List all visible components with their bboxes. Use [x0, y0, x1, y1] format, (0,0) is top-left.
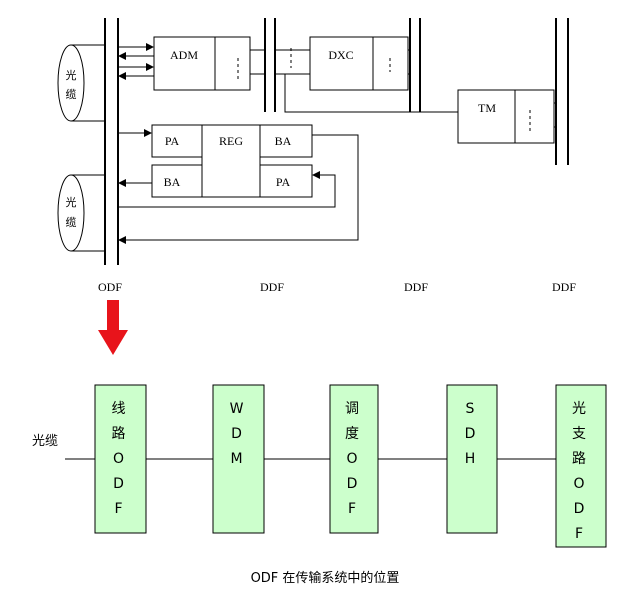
ddf-1-frame-label: DDF — [260, 280, 284, 294]
ba-upper-block — [259, 124, 313, 158]
sdh-label-char: S — [466, 401, 475, 417]
optical-branch-odf-label-char: D — [574, 501, 585, 517]
loop-outer-ba-to-odf — [118, 134, 359, 244]
sdh-label-char: H — [465, 451, 476, 467]
optical-branch-odf-label-char: 支 — [572, 426, 586, 442]
ddf-3-frame-label: DDF — [552, 280, 576, 294]
figure-caption: ODF 在传输系统中的位置 — [251, 570, 400, 586]
dispatch-odf-label-char: 调 — [345, 401, 359, 417]
line-odf-label-char: D — [113, 476, 124, 492]
top-diagram-labels: 光 缆 光 缆 ADM DXC TM PA REG BA BA PA ODF D… — [66, 48, 577, 294]
reg-block — [201, 124, 261, 198]
odf-frame-label: ODF — [98, 280, 122, 294]
optical-branch-odf-label-char: 光 — [572, 401, 586, 417]
dispatch-odf-label-char: 度 — [345, 426, 359, 442]
dxc-label: DXC — [328, 48, 353, 62]
tm-label: TM — [478, 101, 496, 115]
top-system-diagram — [57, 18, 569, 355]
cable-input-label: 光缆 — [32, 433, 58, 449]
cable-2-label-char-2: 缆 — [66, 216, 77, 229]
pa-lower-label: PA — [276, 175, 291, 189]
adm-block — [153, 36, 251, 91]
tm-block — [457, 89, 555, 144]
cable-1-label-char-1: 光 — [66, 68, 77, 82]
link-ddf1-to-tm — [284, 74, 458, 113]
adm-label: ADM — [170, 48, 198, 62]
cable-1-label-char-2: 缆 — [66, 88, 77, 101]
pa-lower-block — [259, 164, 313, 198]
optical-branch-odf-label-char: O — [573, 476, 584, 492]
down-arrow-icon — [98, 300, 128, 355]
line-odf-label-char: 路 — [112, 426, 126, 442]
loop-inner-odf-to-pa — [119, 171, 336, 208]
ba-lower-label: BA — [164, 175, 181, 189]
reg-label: REG — [219, 134, 243, 148]
wdm-label-char: W — [230, 401, 244, 417]
dispatch-odf-label-char: D — [347, 476, 358, 492]
cable-2-label-char-1: 光 — [66, 195, 77, 209]
line-odf-box — [94, 384, 147, 534]
cable-1-ellipse — [57, 44, 85, 122]
dispatch-odf-box — [329, 384, 379, 534]
wdm-label-char: M — [230, 451, 242, 467]
line-odf-label-char: 线 — [112, 401, 126, 417]
dxc-block — [309, 36, 409, 91]
cable-2-ellipse — [57, 174, 85, 252]
dispatch-odf-label-char: F — [348, 501, 356, 517]
sdh-box — [446, 384, 498, 534]
optical-branch-odf-box — [555, 384, 607, 548]
wdm-label-char: D — [231, 426, 242, 442]
line-odf-label-char: F — [114, 501, 122, 517]
pa-upper-label: PA — [165, 134, 180, 148]
sdh-label-char: D — [465, 426, 476, 442]
ddf-2-frame-label: DDF — [404, 280, 428, 294]
ba-upper-label: BA — [275, 134, 292, 148]
optical-branch-odf-label-char: 路 — [572, 451, 586, 467]
optical-branch-odf-label-char: F — [575, 526, 583, 542]
wdm-box — [212, 384, 265, 534]
dispatch-odf-label-char: O — [346, 451, 357, 467]
ba-lower-block — [151, 164, 203, 198]
line-odf-label-char: O — [113, 451, 124, 467]
